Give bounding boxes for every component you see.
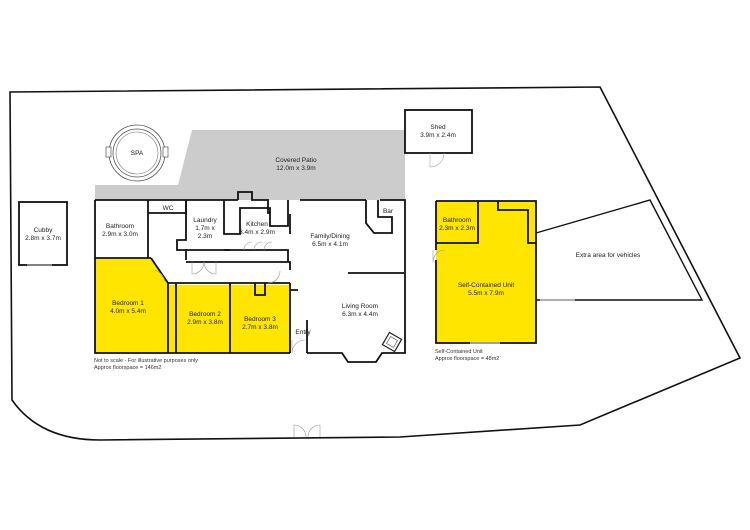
spa-icon — [105, 124, 169, 182]
door-swings — [154, 241, 321, 438]
cubby-label: Cubby 2.8m x 3.7m — [25, 227, 61, 242]
bedroom-1-fill — [96, 258, 168, 353]
wc-label: WC — [162, 205, 174, 212]
spa-label: SPA — [130, 150, 144, 157]
laundry-label: Laundry 1.7m x 2.3m — [193, 217, 217, 240]
cubby-outline — [18, 201, 68, 266]
covered-patio-area — [95, 130, 405, 200]
bar-label: Bar — [382, 208, 394, 215]
kitchen-label: Kitchen 3.4m x 2.9m — [239, 221, 275, 236]
vehicles-area-outline — [535, 199, 704, 301]
shed-outline — [404, 109, 473, 154]
self-contained-unit-fill — [436, 201, 536, 343]
bedroom-1-label: Bedroom 1 4.0m x 5.4m — [110, 300, 146, 315]
shed-label: Shed 3.9m x 2.4m — [420, 124, 456, 139]
living-room-label: Living Room 6.3m x 4.4m — [341, 303, 379, 318]
main-house-note: Not to scale - For illustrative purposes… — [94, 358, 198, 371]
bedroom-3-label: Bedroom 3 2.7m x 3.8m — [242, 316, 278, 331]
entry-label: Entry — [295, 329, 311, 336]
fireplace-icon — [381, 331, 403, 353]
self-contained-unit-walls — [435, 200, 537, 344]
main-house-walls — [94, 191, 406, 363]
vehicles-area-label: Extra area for vehicles — [575, 252, 641, 259]
unit-note: Self-Contained Unit Approx floorspace = … — [435, 349, 500, 362]
bedroom-2-fill — [176, 285, 230, 353]
lot-boundary — [9, 86, 742, 441]
bathroom-label: Bathroom 2.9m x 3.0m — [102, 223, 138, 238]
bedroom-2-label: Bedroom 2 2.9m x 3.8m — [187, 311, 223, 326]
covered-patio-label: Covered Patio 12.0m x 3.9m — [275, 157, 317, 172]
family-dining-label: Family/Dining 6.5m x 4.1m — [310, 233, 350, 248]
self-contained-unit-label: Self-Contained Unit 5.5m x 7.9m — [457, 282, 515, 297]
unit-bathroom-label: Bathroom 2.3m x 2.3m — [439, 217, 475, 232]
bedroom-3-fill — [231, 285, 290, 353]
